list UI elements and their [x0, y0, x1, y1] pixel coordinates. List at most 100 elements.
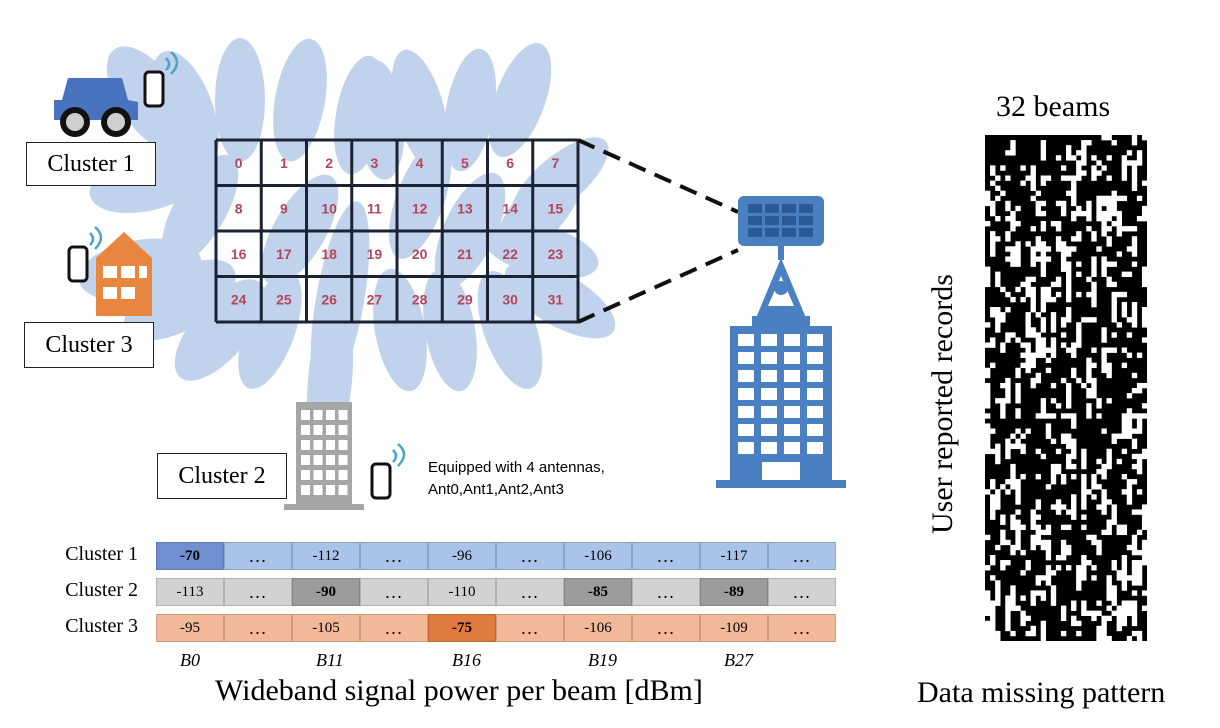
grid-cell-number: 23	[548, 246, 564, 262]
beam-grid	[214, 138, 580, 324]
pattern-top-label: 32 beams	[996, 90, 1111, 123]
grid-cell-number: 13	[457, 200, 473, 216]
table-cell: …	[632, 578, 700, 606]
antenna-note: Equipped with 4 antennas, Ant0,Ant1,Ant2…	[428, 457, 605, 501]
grid-cell-number: 2	[325, 155, 333, 171]
table-cell: …	[632, 542, 700, 570]
table-cell: …	[224, 614, 292, 642]
table-cell: …	[632, 614, 700, 642]
table-cell: …	[768, 614, 836, 642]
table-cell: -95	[156, 614, 224, 642]
beam-label: B19	[588, 650, 617, 670]
beam-label: B16	[452, 650, 481, 670]
phone-icon-cluster3	[67, 226, 103, 283]
beam-lobe	[151, 50, 219, 170]
grid-cell-number: 4	[416, 155, 424, 171]
beam-lobe	[161, 154, 239, 266]
grid-cell-number: 5	[461, 155, 469, 171]
grid-cell-number: 25	[276, 291, 292, 307]
grid-cell-number: 22	[502, 246, 518, 262]
table-cell: …	[224, 542, 292, 570]
gray-building-icon	[284, 402, 364, 510]
grid-cell-number: 19	[367, 246, 383, 262]
table-cell: -90	[292, 578, 360, 606]
phone-icon-cluster2	[370, 443, 406, 500]
cluster-1-label: Cluster 1	[26, 142, 156, 186]
table-cell: -96	[428, 542, 496, 570]
table-cell: …	[224, 578, 292, 606]
beam-lobe	[373, 268, 427, 392]
table-cell: -117	[700, 542, 768, 570]
grid-cell-number: 7	[551, 155, 559, 171]
beam-lobe	[174, 279, 266, 381]
pattern-side-label: User reported records	[926, 274, 959, 534]
table-cell: …	[768, 578, 836, 606]
dashed-link-bottom	[577, 248, 739, 324]
beam-label: B27	[724, 650, 753, 670]
table-cell: …	[496, 542, 564, 570]
table-row-label: Cluster 3	[65, 615, 138, 637]
grid-cell-number: 30	[502, 291, 518, 307]
grid-cell-number: 24	[231, 291, 247, 307]
grid-cell-number: 12	[412, 200, 428, 216]
grid-cell-number: 27	[367, 291, 383, 307]
table-cell: -105	[292, 614, 360, 642]
table-cell: -70	[156, 542, 224, 570]
grid-cell-number: 15	[548, 200, 564, 216]
beam-lobe	[488, 42, 552, 158]
beam-lobe	[511, 137, 609, 223]
table-cell: …	[768, 542, 836, 570]
table-cell: -89	[700, 578, 768, 606]
grid-cell-number: 0	[235, 155, 243, 171]
table-row-label: Cluster 2	[65, 579, 138, 601]
grid-cell-number: 18	[321, 246, 337, 262]
table-caption: Wideband signal power per beam [dBm]	[215, 674, 703, 707]
grid-cell-number: 26	[321, 291, 337, 307]
table-cell: …	[360, 542, 428, 570]
cluster-2-label: Cluster 2	[157, 453, 287, 499]
table-cell: -106	[564, 614, 632, 642]
grid-cell-number: 10	[321, 200, 337, 216]
beam-lobe	[124, 259, 236, 341]
table-cell: …	[360, 614, 428, 642]
grid-cell-number: 16	[231, 246, 247, 262]
base-station-tower-icon	[716, 196, 846, 488]
grid-cell-number: 17	[276, 246, 292, 262]
table-cell: …	[496, 578, 564, 606]
grid-cell-number: 28	[412, 291, 428, 307]
beam-label: B11	[316, 650, 344, 670]
table-row-label: Cluster 1	[65, 543, 138, 565]
antenna-note-line1: Equipped with 4 antennas,	[428, 459, 605, 476]
grid-cell-number: 11	[367, 200, 382, 216]
pattern-caption: Data missing pattern	[917, 676, 1166, 709]
beam-lobe	[238, 271, 302, 389]
antenna-note-line2: Ant0,Ant1,Ant2,Ant3	[428, 481, 564, 498]
grid-cell-number: 3	[370, 155, 378, 171]
grid-cell-number: 8	[235, 200, 243, 216]
dashed-link-top	[577, 138, 739, 214]
grid-cell-number: 21	[457, 246, 473, 262]
grid-cell-number: 31	[548, 291, 564, 307]
beam-lobe	[423, 268, 477, 392]
beam-lobe	[481, 221, 599, 279]
grid-cell-number: 1	[280, 155, 288, 171]
grid-cell-number: 6	[506, 155, 514, 171]
grid-cell-number: 20	[412, 246, 428, 262]
table-cell: -85	[564, 578, 632, 606]
table-cell: -112	[292, 542, 360, 570]
table-cell: …	[360, 578, 428, 606]
phone-icon-cluster1	[143, 51, 179, 108]
missing-data-pattern	[985, 135, 1148, 642]
beam-label: B0	[180, 650, 200, 670]
table-cell: -113	[156, 578, 224, 606]
grid-cell-number: 14	[502, 200, 518, 216]
cluster-3-label: Cluster 3	[24, 322, 154, 368]
table-cell: -75	[428, 614, 496, 642]
table-cell: -106	[564, 542, 632, 570]
house-icon	[96, 232, 152, 316]
car-icon	[54, 78, 138, 137]
beam-lobe	[215, 38, 265, 162]
beam-lobe	[355, 60, 405, 180]
beam-lobe	[389, 141, 451, 259]
table-cell: -110	[428, 578, 496, 606]
